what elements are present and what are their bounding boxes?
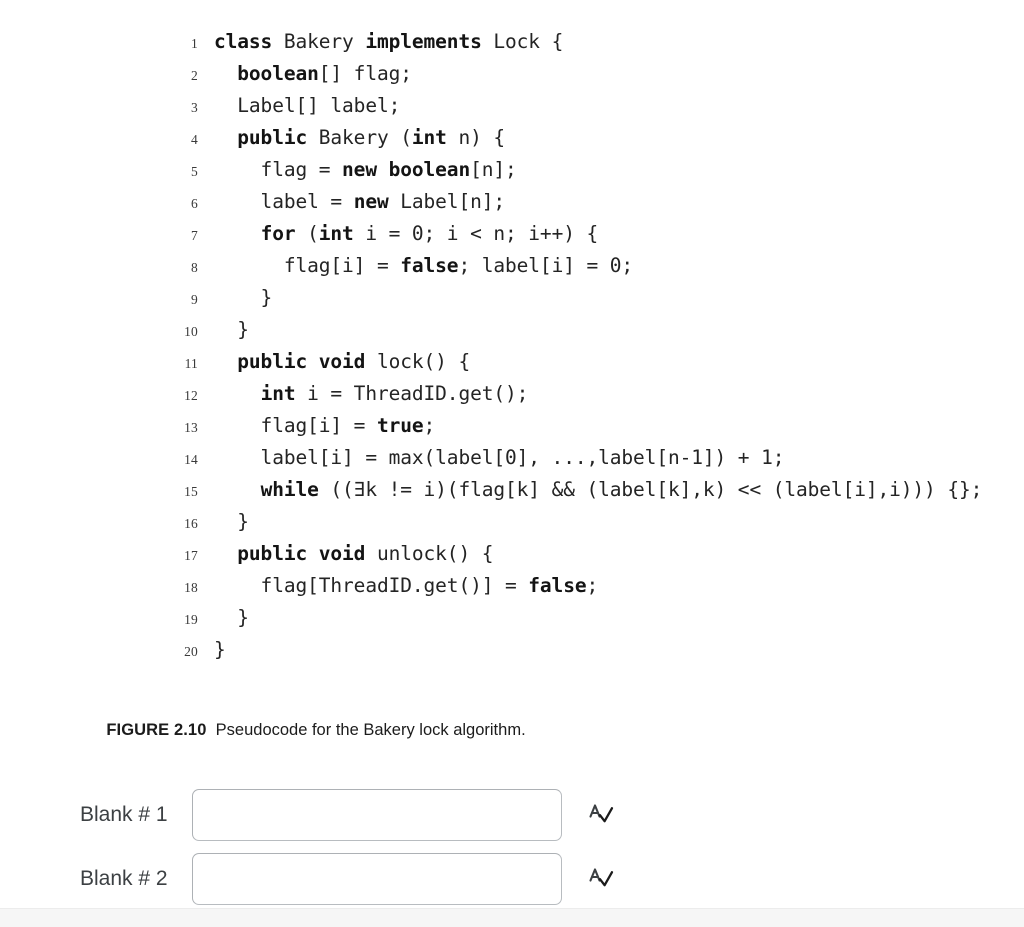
code-line-text: flag[ThreadID.get()] = false; [214,574,599,597]
code-line-number: 2 [191,68,198,83]
code-line: 11 public void lock() { [168,346,1024,378]
code-line: 19 } [168,602,1024,634]
blank-1-input[interactable] [192,789,562,841]
code-line-number: 5 [191,164,198,179]
code-line: 10 } [168,314,1024,346]
code-line-number: 1 [191,36,198,51]
code-line-text: label[i] = max(label[0], ...,label[n-1])… [214,446,785,469]
code-line-text: label = new Label[n]; [214,190,506,213]
code-line-text: } [214,606,249,629]
code-line-text: flag[i] = false; label[i] = 0; [214,254,634,277]
spellcheck-icon[interactable] [584,862,618,896]
page-bottom-band [0,908,1024,927]
code-line: 3 Label[] label; [168,90,1024,122]
code-line-number: 6 [191,196,198,211]
code-line-number: 18 [184,580,198,595]
blanks-form: Blank # 1 Blank # 2 [80,784,618,912]
figure-caption-label: FIGURE 2.10 [106,721,207,739]
code-line-number: 3 [191,100,198,115]
code-line-text: Label[] label; [214,94,401,117]
code-line-number: 17 [184,548,198,563]
code-line: 9 } [168,282,1024,314]
code-line: 15 while ((∃k != i)(flag[k] && (label[k]… [168,474,1024,506]
code-line-number: 14 [184,452,198,467]
code-listing: 1 class Bakery implements Lock { 2 boolean… [168,26,1024,666]
code-line-number: 7 [191,228,198,243]
code-line-text: class Bakery implements Lock { [214,30,564,53]
code-line-text: } [214,510,249,533]
code-line-text: public void lock() { [237,350,471,373]
figure-container: 1 class Bakery implements Lock { 2 boolean… [106,26,1024,739]
code-line-text: public Bakery (int n) { [237,126,506,149]
code-line-text: while ((∃k != i)(flag[k] && (label[k],k)… [260,478,983,501]
code-line-text: boolean[] flag; [237,62,412,85]
code-line-text: } [214,286,273,309]
code-line-number: 4 [191,132,198,147]
spellcheck-icon[interactable] [584,798,618,832]
code-line-text: int i = ThreadID.get(); [260,382,529,405]
code-line: 17 public void unlock() { [168,538,1024,570]
code-line: 1 class Bakery implements Lock { [168,26,1024,58]
code-line-number: 15 [184,484,198,499]
code-line: 2 boolean[] flag; [168,58,1024,90]
code-line-number: 12 [184,388,198,403]
code-line: 13 flag[i] = true; [168,410,1024,442]
blank-row: Blank # 2 [80,848,618,910]
code-line: 7 for (int i = 0; i < n; i++) { [168,218,1024,250]
code-line: 8 flag[i] = false; label[i] = 0; [168,250,1024,282]
blank-1-label: Blank # 1 [80,803,168,826]
code-line-number: 10 [184,324,198,339]
code-line-number: 16 [184,516,198,531]
code-line: 20} [168,634,1024,666]
figure-caption-text: Pseudocode for the Bakery lock algorithm… [206,721,526,739]
code-line-text: flag = new boolean[n]; [214,158,517,181]
code-line-number: 13 [184,420,198,435]
code-line-text: public void unlock() { [237,542,494,565]
code-line-number: 11 [184,356,198,371]
code-line-number: 9 [191,292,198,307]
code-line-number: 8 [191,260,198,275]
blank-2-label: Blank # 2 [80,867,168,890]
code-line: 4 public Bakery (int n) { [168,122,1024,154]
code-line-number: 19 [184,612,198,627]
code-line-number: 20 [184,644,198,659]
code-line-text: } [214,638,226,661]
figure-caption: FIGURE 2.10 Pseudocode for the Bakery lo… [88,702,526,759]
blank-row: Blank # 1 [80,784,618,846]
code-line: 16 } [168,506,1024,538]
blank-2-input[interactable] [192,853,562,905]
code-line: 14 label[i] = max(label[0], ...,label[n-… [168,442,1024,474]
code-line: 5 flag = new boolean[n]; [168,154,1024,186]
code-line: 12 int i = ThreadID.get(); [168,378,1024,410]
code-line: 18 flag[ThreadID.get()] = false; [168,570,1024,602]
code-line-text: flag[i] = true; [214,414,436,437]
code-line: 6 label = new Label[n]; [168,186,1024,218]
code-line-text: } [214,318,249,341]
code-line-text: for (int i = 0; i < n; i++) { [260,222,599,245]
